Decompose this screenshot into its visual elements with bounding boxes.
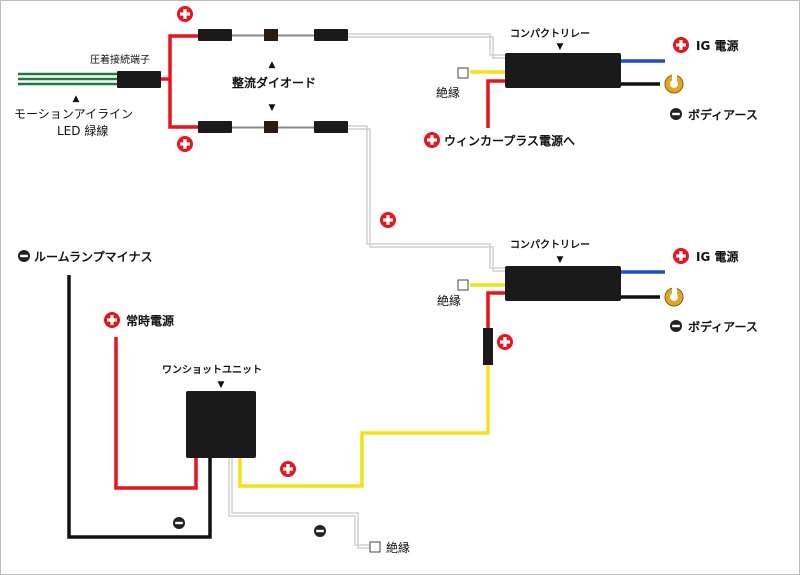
upper-relay-red: [486, 79, 506, 128]
arrow-down-icon: ▼: [557, 255, 564, 265]
lower-relay-red: [486, 291, 506, 330]
diode-label: 整流ダイオード: [231, 75, 316, 90]
red-branch-wire: [168, 34, 198, 129]
led-green-wire: [18, 72, 118, 86]
minus-badge-icon: [670, 320, 682, 332]
winker-plus-label: ウィンカープラス電源へ: [444, 133, 575, 148]
lower-insulate-label: 絶縁: [437, 293, 461, 308]
upper-insulated-cap: [457, 67, 469, 79]
constant-power-label: 常時電源: [126, 313, 174, 328]
arrow-up-icon: ▲: [269, 60, 276, 70]
minus-badge-icon: [18, 250, 30, 262]
plus-badge-icon: [104, 312, 120, 328]
motion-line-label: モーションアイライン: [14, 107, 133, 121]
one-shot-white-wire: [228, 458, 370, 546]
lower-ig-power-label: IG 電源: [696, 249, 739, 264]
lower-diode-assembly: [198, 121, 348, 133]
minus-badge-icon: [173, 517, 185, 529]
one-shot-unit-box: [186, 391, 256, 458]
constant-power-red-wire: [114, 337, 198, 490]
upper-ig-power-label: IG 電源: [696, 38, 739, 53]
one-shot-unit-label: ワンショットユニット: [162, 364, 262, 376]
bottom-insulate-label: 絶縁: [386, 540, 410, 555]
led-wire-label: LED 緑線: [57, 123, 108, 138]
upper-relay-label: コンパクトリレー: [510, 28, 590, 40]
plus-badge-icon: [673, 37, 689, 53]
lower-relay-label: コンパクトリレー: [510, 239, 590, 251]
white-wire-upper: [348, 33, 506, 56]
lower-compact-relay: [505, 266, 621, 301]
upper-diode-assembly: [198, 29, 348, 41]
plus-badge-icon: [673, 248, 689, 264]
lower-body-earth-label: ボディアース: [688, 319, 758, 334]
upper-ring-terminal-icon: [664, 73, 684, 94]
room-lamp-black-wire: [67, 275, 212, 539]
crimp-terminal: [117, 71, 161, 88]
plus-badge-icon: [424, 132, 440, 148]
arrow-up-icon: ▲: [73, 94, 80, 104]
lower-insulated-cap: [457, 279, 469, 291]
arrow-down-icon: ▼: [557, 42, 564, 52]
minus-badge-icon: [670, 108, 682, 120]
plus-badge-icon: [177, 6, 193, 22]
upper-insulate-label: 絶縁: [436, 85, 460, 100]
room-lamp-minus-label: ルームランプマイナス: [34, 249, 152, 264]
crimp-terminal-label: 圧着接続端子: [90, 53, 150, 66]
plus-badge-icon: [177, 136, 193, 152]
arrow-down-icon: ▼: [218, 380, 225, 390]
bottom-insulated-cap: [369, 541, 381, 553]
minus-badge-icon: [314, 525, 326, 537]
plus-badge-icon: [497, 334, 513, 350]
one-shot-yellow-wire: [238, 365, 490, 488]
lower-feed-connector: [483, 328, 493, 365]
upper-compact-relay: [505, 53, 621, 88]
lower-ring-terminal-icon: [664, 286, 684, 307]
upper-body-earth-label: ボディアース: [688, 107, 758, 122]
plus-badge-icon: [280, 461, 296, 477]
plus-badge-icon: [380, 212, 396, 228]
arrow-down-icon: ▼: [269, 103, 276, 113]
